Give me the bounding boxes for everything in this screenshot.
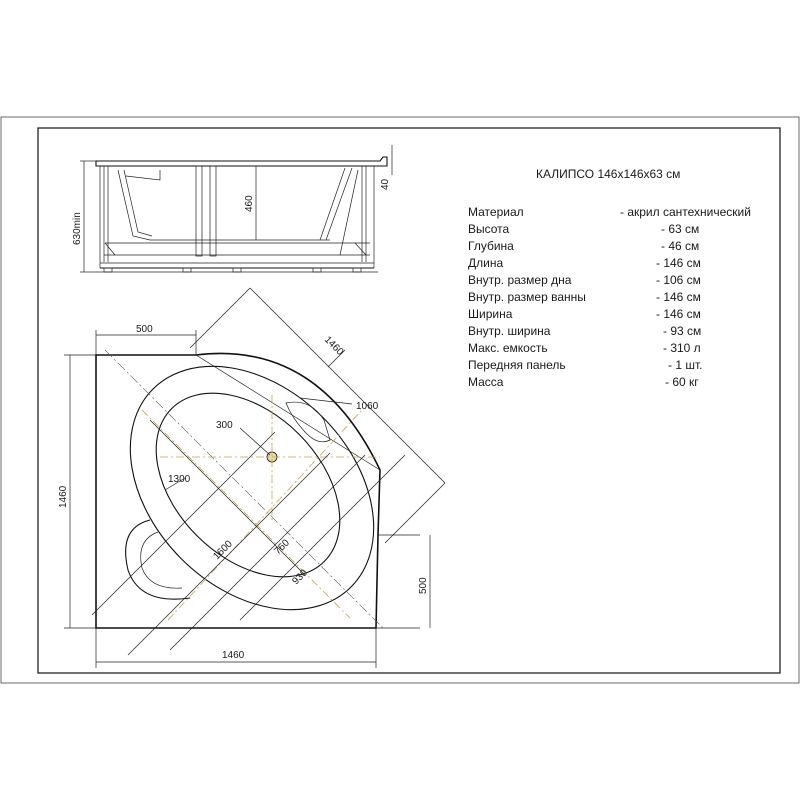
spec-value: - 146 см — [656, 256, 701, 270]
dim-inner-930: 930 — [290, 567, 310, 587]
spec-label: Ширина — [468, 307, 513, 321]
dim-diag-1460: 1460 — [322, 334, 346, 358]
spec-value: - 60 кг — [665, 375, 699, 389]
spec-label: Внутр. ширина — [468, 324, 551, 338]
dim-left-1460: 1460 — [58, 485, 69, 508]
dim-right-500: 500 — [418, 577, 429, 594]
spec-value: - 146 см — [656, 307, 701, 321]
spec-label: Внутр. размер дна — [468, 273, 572, 287]
dim-diag-1060: 1060 — [356, 401, 379, 412]
spec-value: - 93 см — [663, 324, 701, 338]
spec-value: - 106 см — [656, 273, 701, 287]
product-title: КАЛИПСО 146х146х63 см — [536, 167, 680, 181]
dim-inner-1600: 1600 — [211, 538, 235, 562]
spec-value: - 146 см — [656, 290, 701, 304]
dim-side-depth: 460 — [244, 195, 255, 212]
spec-label: Материал — [468, 205, 524, 219]
dim-side-rim: 40 — [380, 178, 391, 190]
spec-value: - акрил сантехнический — [620, 205, 751, 219]
side-view — [80, 145, 393, 273]
spec-label: Масса — [468, 375, 504, 389]
dim-drain-300: 300 — [216, 420, 233, 431]
dim-inner-1300: 1300 — [168, 474, 191, 485]
plan-view — [64, 287, 446, 668]
spec-value: - 310 л — [663, 341, 701, 355]
spec-value: - 1 шт. — [668, 358, 702, 372]
spec-label: Высота — [468, 222, 510, 236]
dim-bottom-1460: 1460 — [222, 650, 245, 661]
spec-label: Длина — [468, 256, 503, 270]
spec-value: - 63 см — [661, 222, 699, 236]
spec-label: Внутр. размер ванны — [468, 290, 586, 304]
spec-table: Материал - акрил сантехнический Высота -… — [468, 205, 751, 389]
dim-inner-760: 760 — [272, 537, 292, 557]
spec-label: Глубина — [468, 239, 514, 253]
spec-label: Передняя панель — [468, 358, 566, 372]
dim-side-height: 630min — [72, 212, 83, 245]
spec-value: - 46 см — [661, 239, 699, 253]
dim-top-500: 500 — [136, 324, 153, 335]
outer-frame — [0, 116, 800, 684]
inner-frame — [37, 127, 781, 674]
spec-label: Макс. емкость — [468, 341, 548, 355]
